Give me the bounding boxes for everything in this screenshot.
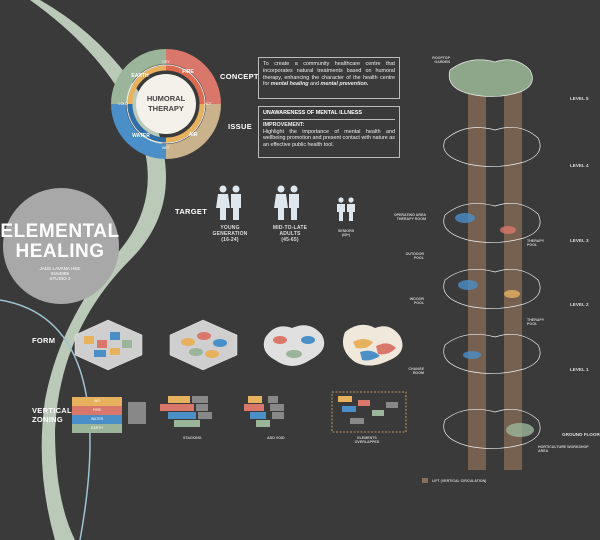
level2-plate [443, 269, 541, 309]
form-step-1 [74, 319, 143, 371]
target-label: TARGET [175, 207, 208, 216]
lift-core-left [468, 70, 486, 470]
zoning-label: VERTICAL ZONING [32, 406, 72, 424]
senior-figures-icon [337, 197, 355, 221]
wheel-dry: DRY [162, 60, 170, 64]
concept-joiner: and [310, 81, 320, 88]
young-figures-icon [216, 185, 241, 220]
annot-operating: OPERATING AREA THERAPY ROOM [393, 213, 426, 222]
lift-core-right [504, 90, 522, 470]
level-1: LEVEL 1 [570, 367, 589, 372]
zoning-stacking [160, 396, 212, 427]
annot-therapy-pool-1: THERAPY POOL [527, 239, 545, 248]
form-diagrams [74, 319, 403, 371]
form-step-2 [169, 319, 238, 371]
zoning-overlapped [331, 391, 407, 433]
earth-segment [111, 49, 166, 104]
zoning-add-void [244, 396, 284, 427]
wheel-center-1: HUMORAL [147, 94, 186, 103]
form-step-3 [263, 325, 325, 366]
caption-add-void: ADD VOID [267, 436, 285, 440]
issue-heading: UNAWARENESS OF MENTAL ILLNESS [263, 110, 362, 116]
title-disc [3, 188, 119, 304]
issue-sub: IMPROVEMENT: [263, 121, 305, 128]
concept-box: To create a community healthcare centre … [258, 57, 400, 99]
issue-label: ISSUE [228, 122, 253, 131]
form-step-4 [342, 324, 403, 366]
level-3: LEVEL 3 [570, 238, 589, 243]
wheel-center-2: THERAPY [148, 104, 184, 113]
wheel-fire: FIRE [182, 69, 194, 75]
concept-label: CONCEPT [220, 72, 259, 81]
humoral-wheel: HUMORAL THERAPY FIRE EARTH WATER AIR DRY… [111, 49, 221, 159]
target-figures [216, 185, 355, 221]
fire-segment [166, 49, 221, 104]
annot-indoor-pool: INDOOR POOL [409, 297, 424, 306]
title-line2: HEALING [15, 241, 105, 262]
concept-text: To create a community healthcare centre … [263, 61, 395, 88]
level5-plate [448, 59, 533, 97]
author: JADE LAVANA HEE [39, 266, 81, 271]
annot-therapy-pool-2: THERAPY POOL [527, 318, 545, 327]
wheel-earth: EARTH [131, 73, 149, 79]
level4-plate [443, 127, 541, 167]
level1-plate [443, 334, 541, 374]
caption-stacking: STACKING [183, 436, 202, 440]
target-group-seniors: SENIORS (65+) [337, 229, 355, 238]
zoning-diagrams [160, 391, 407, 433]
zoning-side-block [128, 402, 146, 424]
title-line1: ELEMENTAL [0, 221, 120, 242]
legend-swatch [422, 478, 428, 483]
wheel-air: AIR [189, 132, 198, 138]
water-segment [111, 104, 166, 159]
annot-horticulture: HORTICULTURE WORKSHOP AREA [538, 445, 589, 454]
issue-box: UNAWARENESS OF MENTAL ILLNESS IMPROVEMEN… [258, 106, 400, 158]
caption-overlapped: ELEMENTS OVERLAPPED [354, 436, 380, 445]
level-5: LEVEL 5 [570, 96, 589, 101]
annot-outdoor-pool: OUTDOOR POOL [405, 252, 424, 261]
ground-plate [443, 409, 541, 449]
studio: STUDIO 2 [49, 276, 71, 281]
form-label: FORM [32, 336, 56, 345]
concept-em2: mental prevention. [320, 81, 369, 88]
issue-text: Highlight the importance of mental healt… [263, 128, 395, 149]
zoning-stack: AIR FIRE WATER EARTH [72, 397, 122, 433]
level3-plate [443, 203, 541, 243]
level-4: LEVEL 4 [570, 163, 589, 168]
wheel-cold: COLD [118, 102, 128, 106]
axonometric-stack [443, 59, 541, 470]
target-group-adults: MID-TO-LATE ADULTS (45-65) [272, 225, 308, 243]
blue-curve [0, 299, 91, 540]
adult-figures-icon [274, 185, 299, 220]
level-ground: GROUND FLOOR [562, 432, 600, 437]
wheel-wet: WET [162, 146, 171, 150]
student-id: 9154865 [51, 271, 69, 276]
target-group-young: YOUNG GENERATION (16-24) [212, 225, 248, 243]
wheel-water: WATER [132, 133, 150, 139]
air-segment [166, 104, 221, 159]
concept-em1: mental healing [270, 81, 309, 88]
wheel-hot: HOT [204, 102, 212, 106]
annot-change-room: CHANGE ROOM [408, 367, 424, 376]
annot-rooftop: ROOFTOP GARDEN [432, 56, 450, 65]
legend-text: LIFT (VERTICAL CIRCULATION) [432, 479, 487, 483]
level-2: LEVEL 2 [570, 302, 589, 307]
